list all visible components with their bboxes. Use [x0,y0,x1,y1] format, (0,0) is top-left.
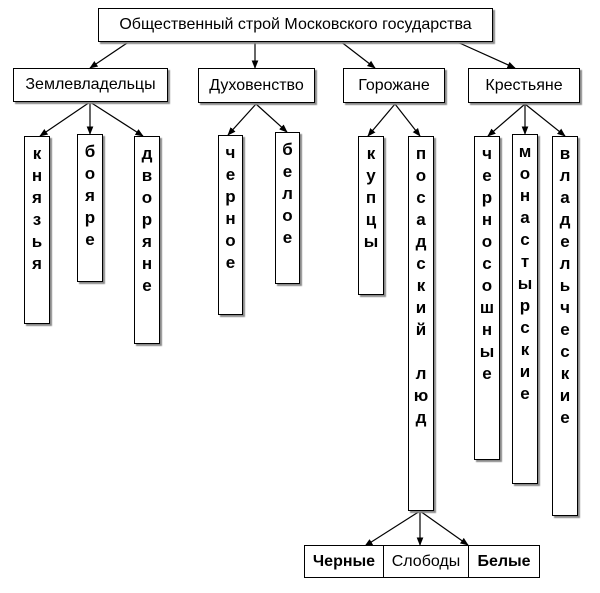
title-box: Общественный строй Московского государст… [98,8,493,42]
group-landowners: Землевладельцы [13,68,168,102]
bottom-left-cell: Черные [304,545,384,578]
bottom-middle-cell: Слободы [383,545,469,578]
bottom-middle-label: Слободы [391,552,461,570]
group-label: Землевладельцы [25,76,156,93]
group-clergy: Духовенство [198,68,315,103]
group-label: Горожане [358,76,430,94]
title-text: Общественный строй Московского государст… [119,16,472,33]
group-townspeople: Горожане [343,68,445,103]
bottom-right-cell: Белые [468,545,540,578]
group-peasants: Крестьяне [468,68,580,103]
group-label: Крестьяне [485,76,563,94]
bottom-right-label: Белые [477,552,531,570]
bottom-left-label: Черные [312,552,376,570]
group-label: Духовенство [209,76,304,94]
